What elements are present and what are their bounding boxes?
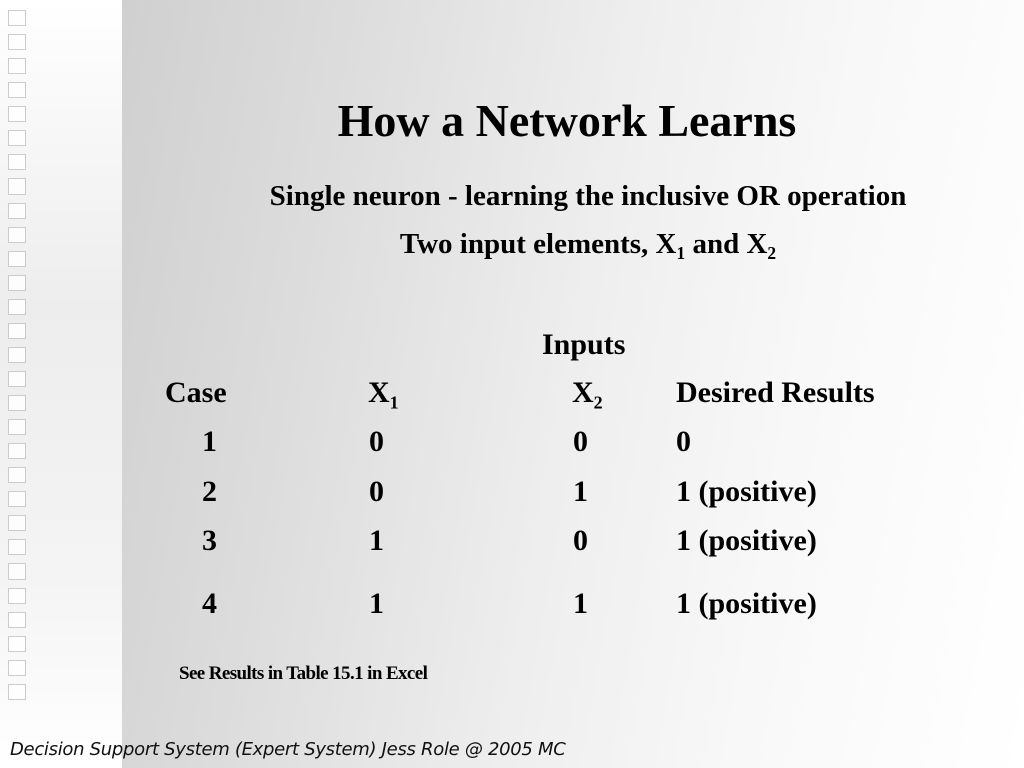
row-2-x2: 1 (573, 475, 588, 508)
header-x1: X1 (368, 376, 399, 413)
row-2-desired: 1 (positive) (676, 475, 817, 508)
header-x2: X2 (572, 376, 603, 413)
excel-results-note: See Results in Table 15.1 in Excel (179, 663, 428, 684)
row-3-desired: 1 (positive) (676, 524, 817, 557)
row-1-desired: 0 (676, 425, 691, 458)
row-4-desired: 1 (positive) (676, 587, 817, 620)
row-2-x1: 0 (369, 475, 384, 508)
subtitle-line-1: Single neuron - learning the inclusive O… (269, 180, 907, 212)
row-1-x1: 0 (369, 425, 384, 458)
header-desired-results: Desired Results (676, 376, 875, 409)
subtitle-line-2: Two input elements, X1 and X2 (399, 228, 777, 264)
decorative-squares (8, 10, 30, 700)
row-3-case: 3 (202, 524, 217, 557)
row-1-case: 1 (202, 425, 217, 458)
row-4-case: 4 (202, 587, 217, 620)
inputs-group-header: Inputs (542, 328, 626, 361)
row-2-case: 2 (202, 475, 217, 508)
slide-footer: Decision Support System (Expert System) … (10, 739, 566, 760)
row-3-x2: 0 (573, 524, 588, 557)
row-3-x1: 1 (369, 524, 384, 557)
header-case: Case (165, 376, 227, 409)
left-decorative-strip (0, 0, 122, 768)
row-4-x2: 1 (573, 587, 588, 620)
row-4-x1: 1 (369, 587, 384, 620)
slide-title: How a Network Learns (337, 95, 797, 146)
row-1-x2: 0 (573, 425, 588, 458)
